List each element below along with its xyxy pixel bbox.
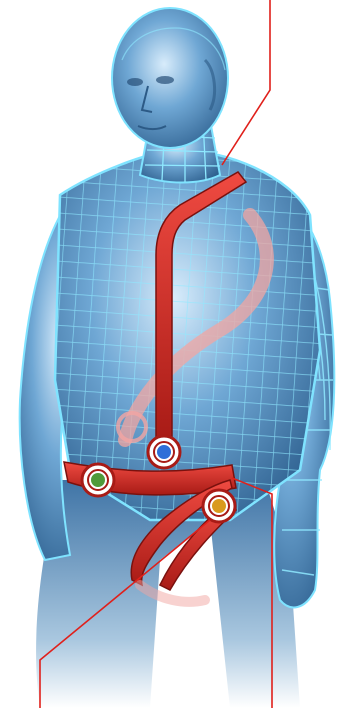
hip-sensor (82, 464, 114, 496)
chest-strap-sensor (148, 436, 180, 468)
head (112, 8, 228, 148)
callout-line-shoulder (222, 0, 270, 165)
thigh-sensor (203, 490, 235, 522)
